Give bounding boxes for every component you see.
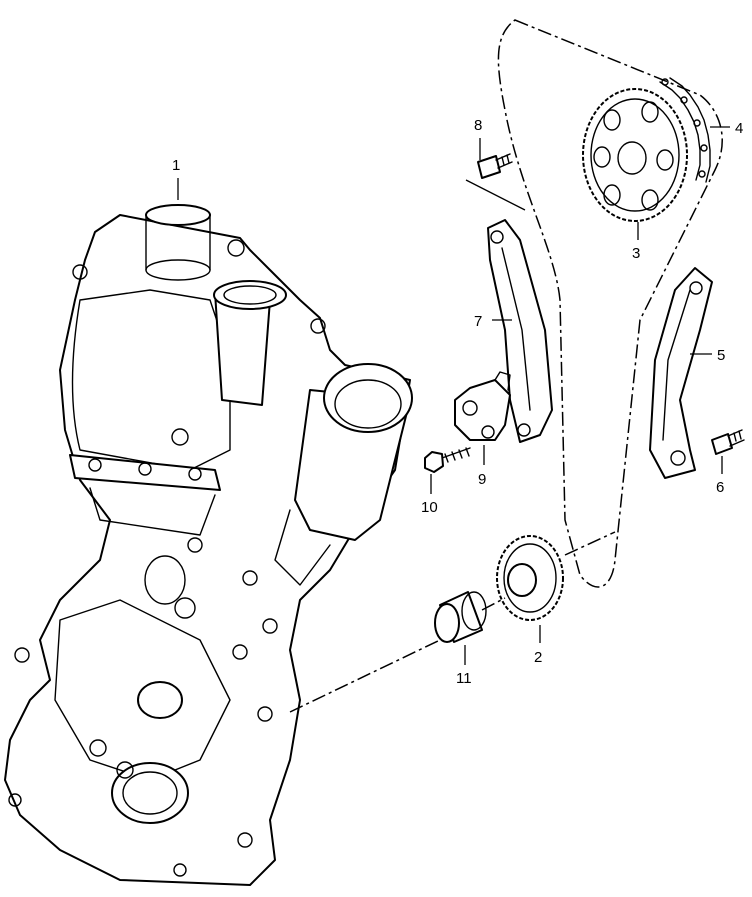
camshaft-sprocket bbox=[582, 88, 688, 222]
timing-cover-housing bbox=[4, 204, 413, 886]
chain-tensioner bbox=[454, 371, 511, 441]
assembly-axis-line-3 bbox=[564, 531, 616, 556]
leader-lines bbox=[177, 126, 730, 665]
callout-6: 6 bbox=[716, 479, 724, 496]
callout-3: 3 bbox=[632, 245, 640, 262]
assembly-axis-line-2 bbox=[481, 597, 506, 611]
callout-11: 11 bbox=[456, 670, 472, 687]
stud-bolt-8 bbox=[477, 153, 513, 179]
crankshaft-sprocket bbox=[496, 535, 564, 621]
callout-8: 8 bbox=[474, 117, 482, 134]
callout-4: 4 bbox=[735, 120, 743, 137]
callout-2: 2 bbox=[534, 649, 542, 666]
spacer-bushing bbox=[434, 591, 487, 643]
callout-9: 9 bbox=[478, 471, 486, 488]
bolt-10 bbox=[424, 447, 471, 473]
callout-5: 5 bbox=[717, 347, 725, 364]
stud-bolt-6 bbox=[711, 429, 745, 455]
chain-links bbox=[659, 77, 711, 183]
timing-chain-path bbox=[497, 19, 723, 588]
assembly-axis-line bbox=[289, 639, 441, 713]
callout-1: 1 bbox=[172, 157, 180, 174]
callout-7: 7 bbox=[474, 313, 482, 330]
callout-10: 10 bbox=[421, 499, 438, 516]
guide-rail bbox=[487, 219, 553, 443]
tensioner-rail bbox=[649, 267, 713, 479]
